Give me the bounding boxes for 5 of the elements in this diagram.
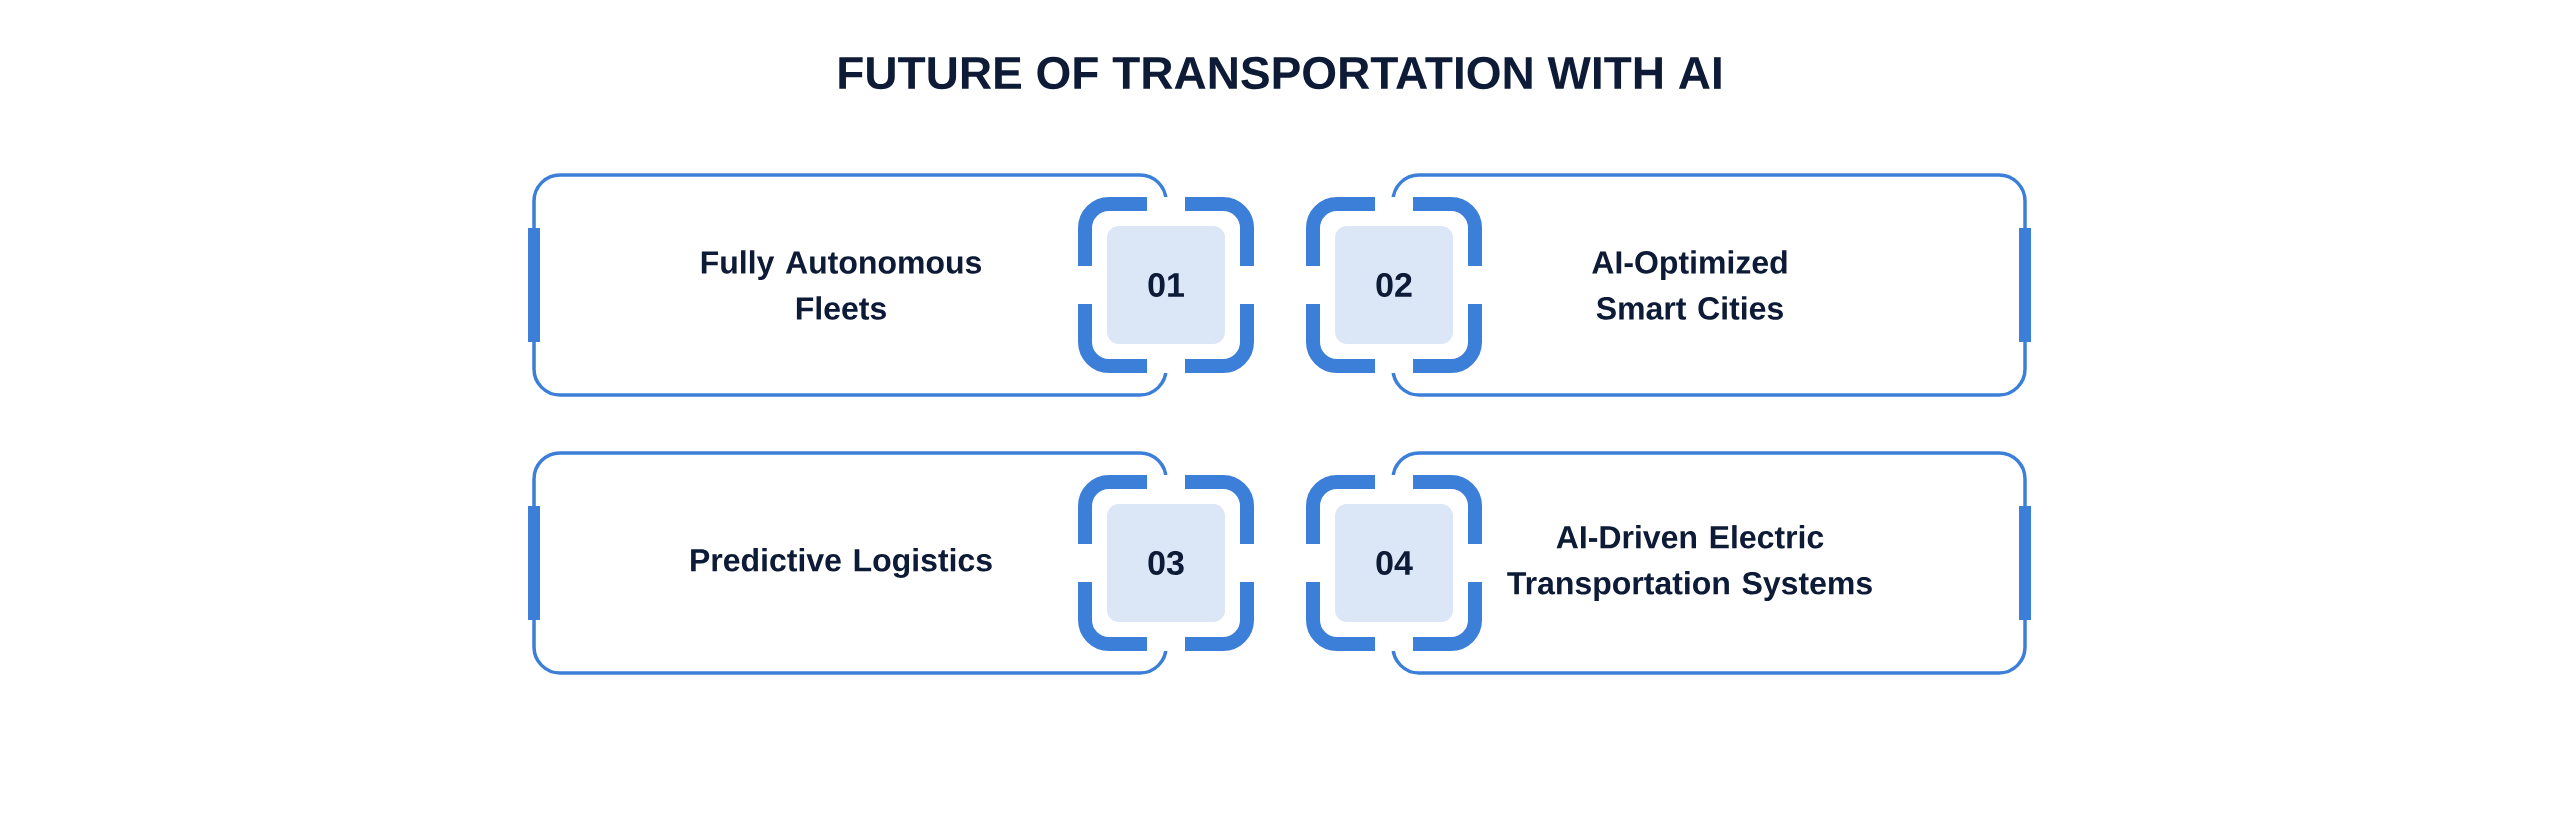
number-badge: 02 xyxy=(1306,197,1482,373)
title: FUTURE OF TRANSPORTATION WITH AI xyxy=(839,56,1721,90)
number-badge: 04 xyxy=(1306,475,1482,651)
number-badge: 01 xyxy=(1078,197,1254,373)
number-badge: 03 xyxy=(1078,475,1254,651)
